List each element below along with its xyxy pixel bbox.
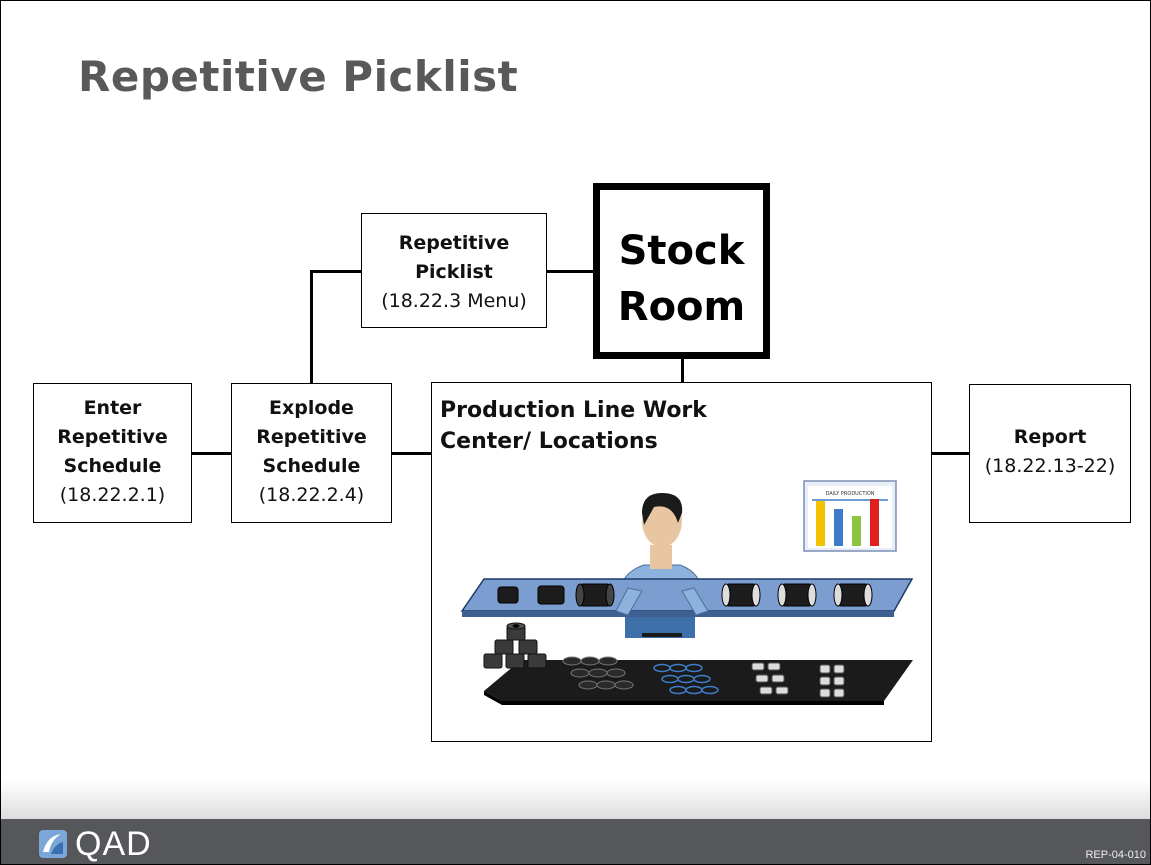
- qad-logo-text: QAD: [75, 825, 152, 863]
- chart-bar: [870, 499, 879, 546]
- connector-explode-production: [392, 452, 431, 455]
- picklist-box-line2: Picklist: [415, 261, 493, 283]
- production-box-line2: Center/ Locations: [440, 429, 658, 454]
- stock-box-line1: Stock: [618, 228, 745, 274]
- stock-room-box: Stock Room: [593, 183, 770, 359]
- production-box-line1: Production Line Work: [440, 398, 707, 423]
- enter-repetitive-schedule-box: Enter Repetitive Schedule (18.22.2.1): [33, 383, 192, 523]
- connector-production-report: [932, 452, 969, 455]
- daily-production-chart-icon: DAILY PRODUCTION: [803, 480, 897, 552]
- production-line-illustration: DAILY PRODUCTION: [460, 480, 914, 705]
- picklist-box-ref: (18.22.3 Menu): [381, 290, 527, 312]
- page-title: Repetitive Picklist: [78, 52, 519, 101]
- connector-explode-picklist: [310, 270, 361, 273]
- qad-logo-icon: [39, 830, 67, 858]
- chart-bar: [852, 516, 861, 546]
- parts-stack-icon: [483, 622, 547, 669]
- picklist-box-line1: Repetitive: [398, 232, 510, 254]
- enter-box-ref: (18.22.2.1): [59, 484, 166, 506]
- chart-bar: [816, 501, 825, 546]
- explode-repetitive-schedule-box: Explode Repetitive Schedule (18.22.2.4): [231, 383, 392, 523]
- connector-enter-explode: [192, 452, 231, 455]
- washers-blue-icon: [653, 663, 719, 695]
- enter-box-line1: Enter: [83, 397, 142, 419]
- report-box-line1: Report: [1013, 426, 1087, 448]
- qad-logo: QAD: [39, 827, 152, 861]
- connector-picklist-stock: [547, 270, 593, 273]
- enter-box-line2: Repetitive: [57, 426, 168, 448]
- washers-black-icon: [562, 656, 634, 690]
- connector-stock-production: [681, 359, 684, 382]
- rollers-icon: [497, 583, 873, 607]
- bushings-white-icon: [751, 662, 845, 698]
- connector-explode-up: [310, 270, 313, 383]
- explode-box-line2: Repetitive: [256, 426, 367, 448]
- production-line-box: Production Line Work Center/ Locations D…: [431, 382, 932, 742]
- report-box: Report (18.22.13-22): [969, 384, 1131, 523]
- explode-box-ref: (18.22.2.4): [258, 484, 365, 506]
- worker-arms: [615, 587, 709, 616]
- report-box-ref: (18.22.13-22): [984, 455, 1116, 477]
- explode-box-line1: Explode: [269, 397, 354, 419]
- footer-bar: QAD REP-04-010: [1, 819, 1150, 864]
- chart-bar: [834, 509, 843, 546]
- enter-box-line3: Schedule: [63, 455, 162, 477]
- stock-box-line2: Room: [617, 284, 746, 330]
- chart-caption: DAILY PRODUCTION: [825, 491, 874, 497]
- explode-box-line3: Schedule: [262, 455, 361, 477]
- repetitive-picklist-box: Repetitive Picklist (18.22.3 Menu): [361, 213, 547, 328]
- slide-code: REP-04-010: [1085, 849, 1146, 861]
- production-box-title: Production Line Work Center/ Locations: [440, 395, 707, 457]
- footer-gradient: [1, 780, 1150, 820]
